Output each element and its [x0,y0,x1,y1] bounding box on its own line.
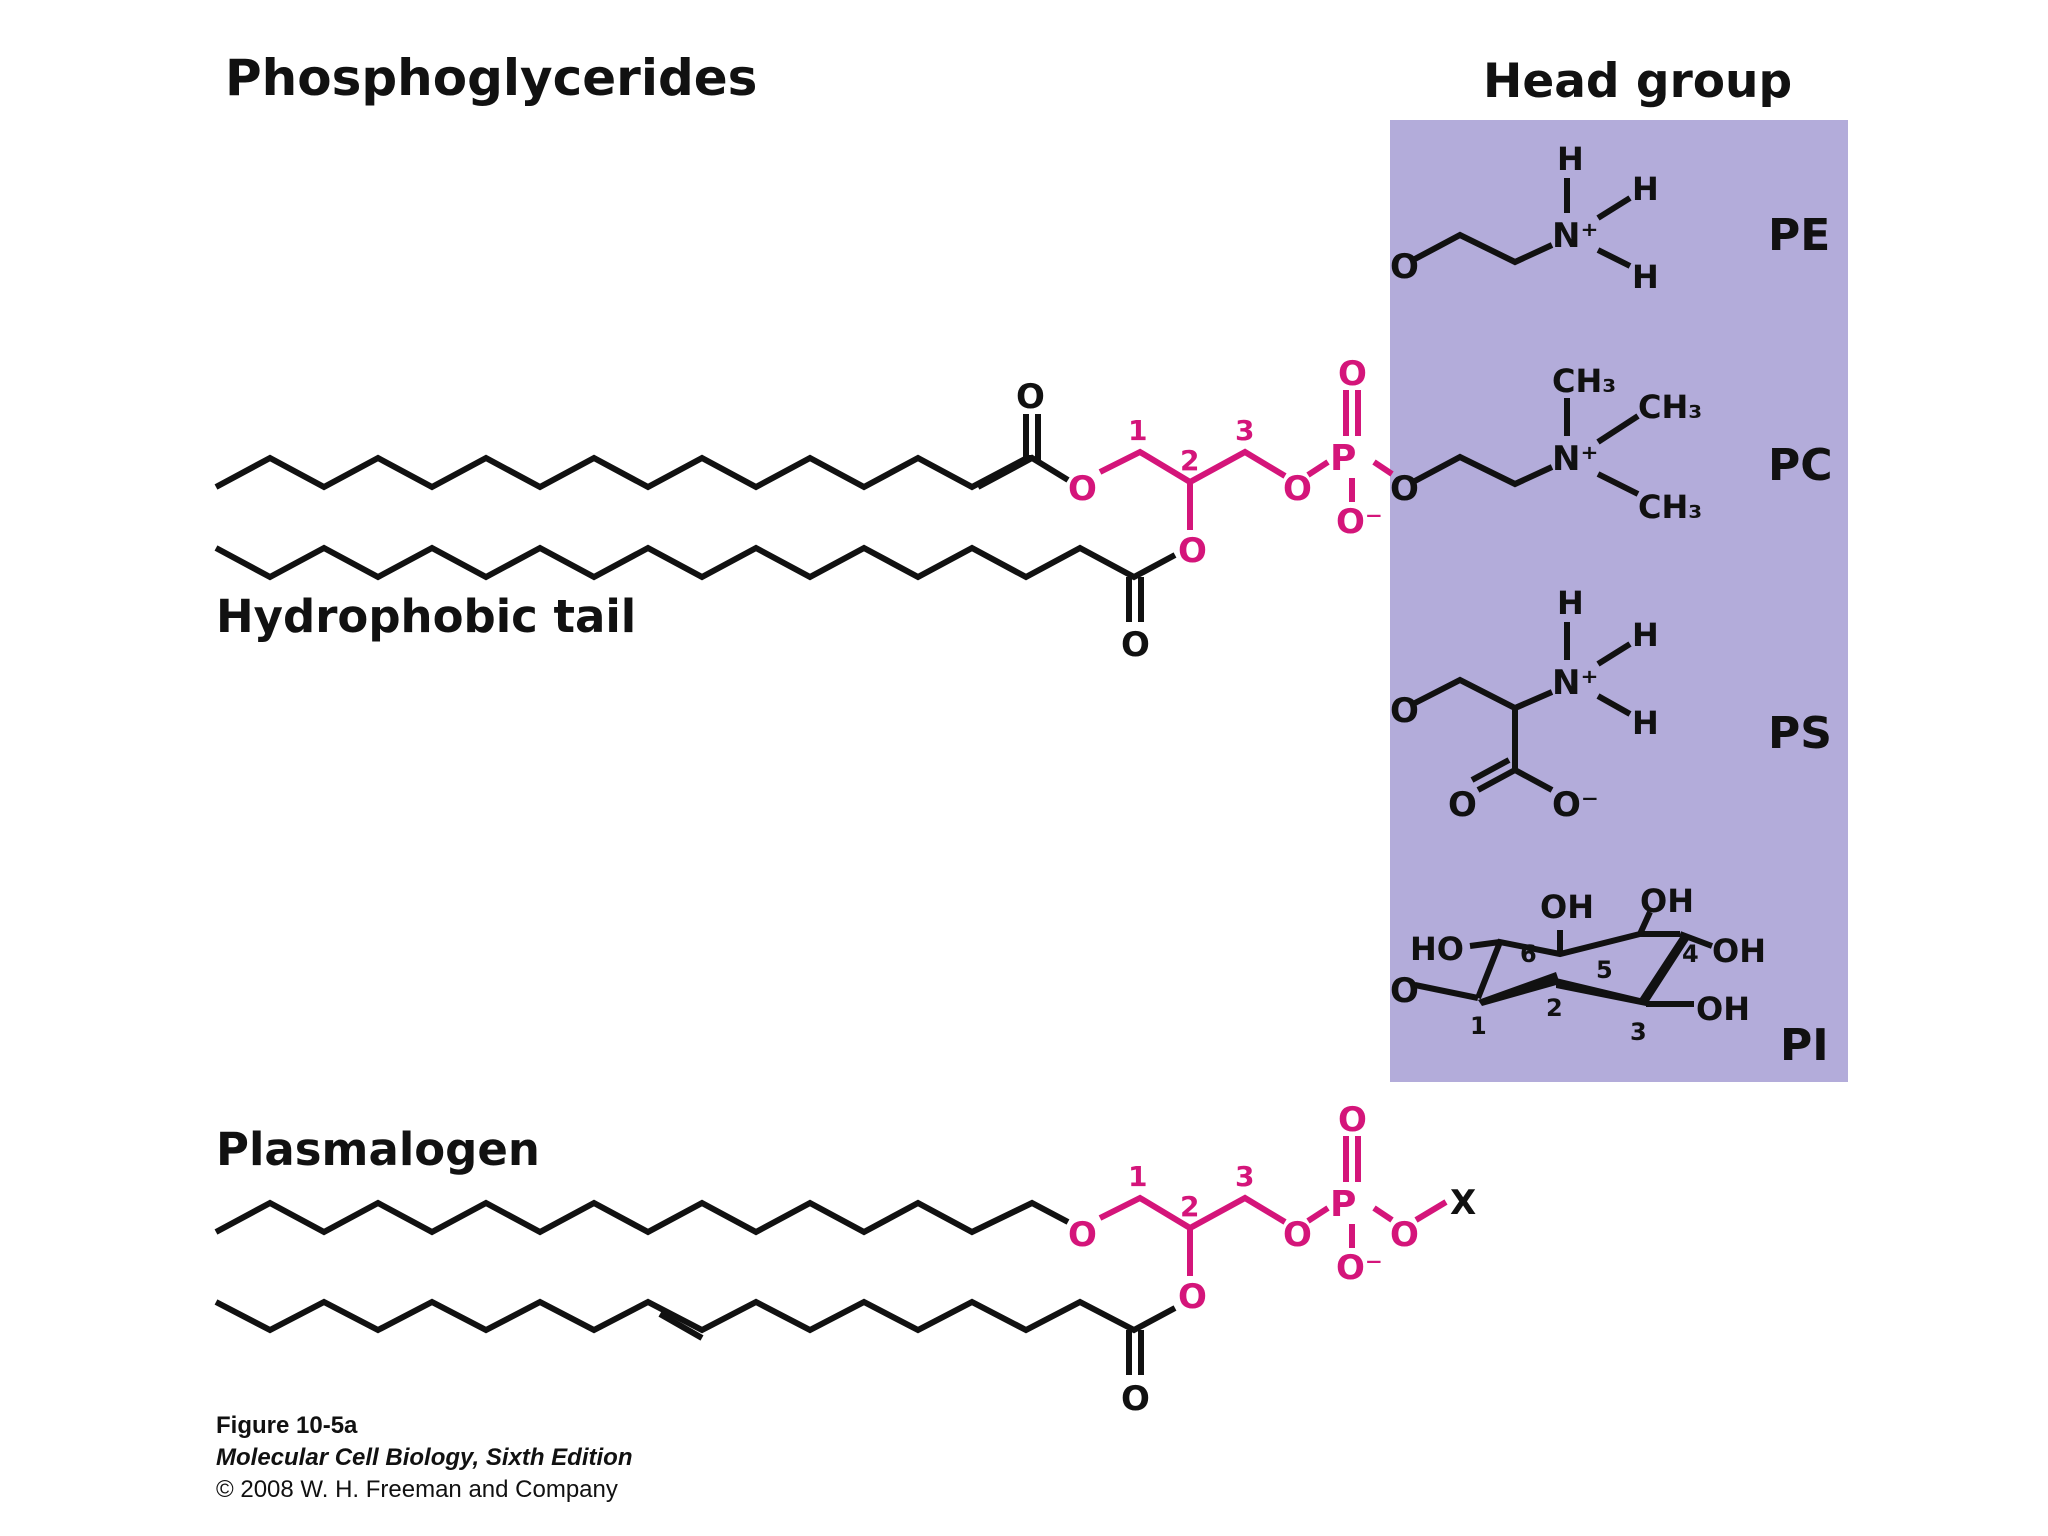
ps-carboxyl-double-bond [1470,757,1511,783]
pc-methyl-top: CH₃ [1552,362,1616,400]
book-title: Molecular Cell Biology, Sixth Edition [216,1444,632,1471]
pi-ring-carbon-6: 6 [1520,940,1537,968]
pi-ring-right-wedge [1556,934,1690,1006]
plasmalogen-carbon-2: 2 [1180,1190,1199,1223]
pi-ring-carbon-5: 5 [1596,956,1613,984]
lower-carbonyl-oxygen: O [1121,625,1150,665]
ps-carboxyl-oxygen: O [1448,785,1477,825]
plasmalogen-acyl-chain [214,1298,1177,1334]
pe-nitrogen: N⁺ [1552,216,1598,256]
head-group-title: Head group [1483,54,1792,109]
pe-oxygen: O [1390,247,1419,287]
pc-label: PC [1768,440,1833,491]
plasmalogen-head-x-bond [1414,1199,1448,1223]
pe-head-group: O N⁺ H H H PE [1390,140,1830,296]
ps-carboxylate-oxygen: O⁻ [1552,785,1599,825]
plasmalogen-carbon-3: 3 [1235,1160,1254,1193]
pi-ring-carbon-4: 4 [1682,940,1699,968]
upper-fatty-acid-chain [214,454,1032,491]
pe-hydrogen-bottom: H [1632,258,1659,296]
figure-number: Figure 10-5a [216,1412,358,1439]
pi-c5-hydroxyl: OH [1540,888,1594,926]
pe-nh-bond-bottom [1596,247,1632,269]
plasmalogen-carbonyl-oxygen: O [1121,1379,1150,1419]
plasmalogen-carbon-1: 1 [1128,1160,1147,1193]
plasmalogen-head-group-x: X [1450,1183,1476,1223]
pe-nh-bond-right [1596,195,1632,221]
pi-c6-ho-bond [1469,939,1501,949]
pi-head-group: O HO OH OH OH OH 1 2 3 4 5 6 PI [1390,882,1829,1071]
ps-hydrogen-right: H [1632,616,1659,654]
pi-c4-oh-bond [1637,910,1653,936]
phosphate-bond-right [1372,459,1394,477]
pc-chain [1411,453,1554,488]
pi-ring-carbon-3: 3 [1630,1018,1647,1046]
pc-oxygen: O [1390,469,1419,509]
pe-chain [1411,231,1554,266]
ps-nh-bond-bottom [1596,693,1632,717]
pc-methyl-right: CH₃ [1638,388,1702,426]
pc-methyl-bottom: CH₃ [1638,488,1702,526]
pi-c4-oh-right-bond [1678,931,1714,949]
pc-nc-bond-bottom [1596,471,1640,497]
phosphate-bond-left [1306,459,1330,478]
pe-hydrogen-right: H [1632,170,1659,208]
main-title: Phosphoglycerides [225,49,757,107]
ps-head-group: O N⁺ H H H O O⁻ PS [1390,584,1832,825]
ps-carboxylate-bonds [1476,766,1554,793]
ps-hydrogen-top: H [1557,584,1584,622]
plasmalogen-phosphate-bond-left [1306,1205,1330,1224]
pi-o-c1-bond [1414,982,1479,1001]
glycerol-carbon-1: 1 [1128,414,1147,447]
copyright-notice: © 2008 W. H. Freeman and Company [216,1476,618,1503]
hydrophobic-tail-label: Hydrophobic tail [216,590,636,643]
sn2-ester-oxygen: O [1178,531,1207,571]
pc-nitrogen: N⁺ [1552,439,1598,479]
phosphate-ester-oxygen: O [1283,469,1312,509]
plasmalogen-sn2-oxygen: O [1178,1277,1207,1317]
pi-linking-oxygen: O [1390,971,1419,1011]
plasmalogen-ether-oxygen: O [1068,1215,1097,1255]
head-group-panel [1390,120,1848,1082]
glycerol-carbon-2: 2 [1180,444,1199,477]
plasmalogen-phosphate-anion-oxygen: O⁻ [1336,1248,1383,1288]
ps-hydrogen-bottom: H [1632,704,1659,742]
plasmalogen-ether-chain [214,1199,1070,1236]
pi-c6-hydroxyl: HO [1410,930,1464,968]
plasmalogen-vinyl-double-bond [658,1311,704,1341]
pe-label: PE [1768,210,1830,261]
phosphorus-atom: P [1330,438,1356,479]
pi-c4-equatorial-hydroxyl: OH [1712,932,1766,970]
ps-chain [1411,676,1554,712]
pi-label: PI [1780,1020,1829,1071]
upper-ester-bonds [976,454,1070,490]
glycerol-carbon-3: 3 [1235,414,1254,447]
plasmalogen-phosphorus: P [1330,1184,1356,1225]
pi-c3-hydroxyl: OH [1696,990,1750,1028]
pi-ring-carbon-2: 2 [1546,994,1563,1022]
pi-c4-hydroxyl: OH [1640,882,1694,920]
plasmalogen-head-oxygen: O [1390,1215,1419,1255]
pe-hydrogen-top: H [1557,140,1584,178]
phosphate-oxo-oxygen: O [1338,354,1367,394]
ps-nh-bond-right [1596,641,1632,667]
pi-ring-carbon-1: 1 [1470,1012,1487,1040]
upper-carbonyl-oxygen: O [1016,377,1045,417]
ps-oxygen: O [1390,691,1419,731]
ps-label: PS [1768,708,1832,759]
plasmalogen-phosphate-oxo-oxygen: O [1338,1100,1367,1140]
pi-ring-front-wedge [1478,972,1560,1006]
plasmalogen-title: Plasmalogen [216,1123,540,1176]
plasmalogen-phosphate-ester-oxygen: O [1283,1215,1312,1255]
ps-nitrogen: N⁺ [1552,663,1598,703]
sn1-ester-oxygen: O [1068,469,1097,509]
pc-head-group: O N⁺ CH₃ CH₃ CH₃ PC [1390,362,1833,526]
pc-nc-bond-right [1596,413,1640,445]
phosphate-anion-oxygen: O⁻ [1336,502,1383,542]
plasmalogen-phosphate-bond-right [1372,1205,1394,1223]
lower-fatty-acid-chain [214,544,1177,581]
